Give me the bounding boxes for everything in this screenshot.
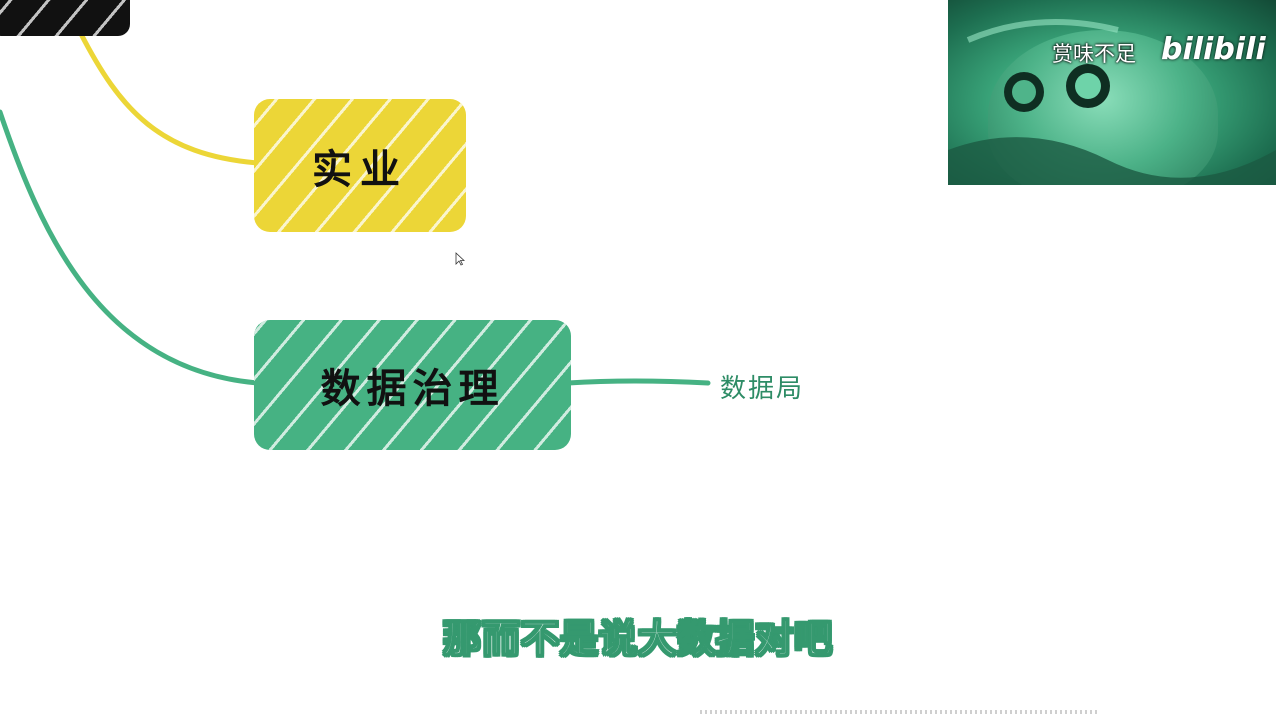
progress-dots-divider — [700, 710, 1100, 714]
branch-node-shuju-zhili[interactable]: 数据治理 — [254, 320, 571, 450]
branch-node-shiye-label: 实业 — [312, 146, 408, 193]
root-node[interactable] — [0, 0, 130, 36]
branch-node-shiye[interactable]: 实业 — [254, 99, 466, 232]
webcam-overlay: 赏味不足 bilibili — [948, 0, 1276, 185]
video-subtitle: 那而不是说大数据对吧 — [442, 616, 833, 662]
bilibili-logo: bilibili — [1161, 32, 1266, 67]
leaf-node-shujuju[interactable]: 数据局 — [720, 374, 805, 404]
video-overlay-caption: 赏味不足 — [1052, 42, 1136, 66]
connector-root-shuju — [0, 109, 261, 386]
goggles-icon — [948, 19, 1276, 185]
connector-root-shiye — [77, 29, 261, 166]
mouse-cursor-icon — [455, 252, 465, 266]
connector-shuju-shujuju — [565, 378, 711, 386]
branch-node-shuju-zhili-label: 数据治理 — [320, 366, 505, 412]
